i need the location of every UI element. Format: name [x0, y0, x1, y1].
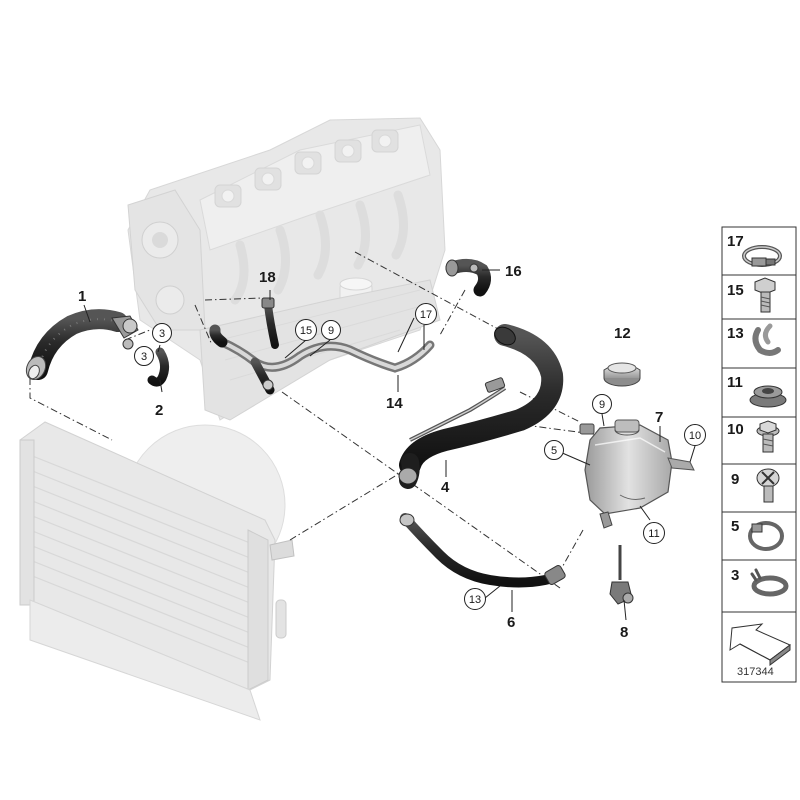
panel-number-17: 17	[727, 233, 744, 250]
callout-10-circle	[684, 424, 706, 446]
callout-18: 18	[259, 269, 276, 286]
bracket-clamp-icon	[748, 521, 784, 551]
callout-4: 4	[441, 479, 450, 496]
callout-labels: 1 2 3 3 4 5 6 7 8 9 9 10 11 12 13 14 15 …	[78, 263, 706, 641]
callout-1: 1	[78, 288, 86, 305]
callout-13-circle	[464, 588, 486, 610]
callout-12: 12	[614, 325, 631, 342]
spring-clamp-icon	[750, 568, 789, 597]
callout-9b-circle	[321, 320, 341, 340]
expansion-tank	[579, 419, 695, 529]
callout-2: 2	[155, 402, 163, 419]
callout-17-circle	[415, 303, 437, 325]
panel-number-9: 9	[731, 471, 739, 488]
hex-bolt-icon	[754, 277, 776, 313]
phillips-screw-icon	[756, 468, 780, 503]
reference-number: 317344	[737, 666, 774, 678]
panel-number-13: 13	[727, 325, 744, 342]
return-hose-6	[399, 513, 566, 588]
callout-3b-circle	[134, 346, 154, 366]
callout-14: 14	[386, 395, 403, 412]
callout-5: 5	[551, 445, 557, 457]
callout-17: 17	[420, 309, 432, 321]
panel-number-3: 3	[731, 567, 739, 584]
callout-3a: 3	[159, 328, 165, 340]
callout-11-circle	[643, 522, 665, 544]
parts-panel: 17 15 13 11 10	[721, 226, 797, 683]
radiator-hose-1	[25, 309, 139, 381]
panel-number-11: 11	[727, 374, 743, 391]
coolant-pipe-14	[209, 324, 435, 395]
callout-3b: 3	[141, 351, 147, 363]
callout-7: 7	[655, 409, 663, 426]
coolant-level-sensor	[609, 545, 634, 605]
callout-9a: 9	[599, 399, 605, 411]
panel-number-5: 5	[731, 518, 739, 535]
callout-8: 8	[620, 624, 628, 641]
hose-clip-icon	[752, 323, 781, 356]
callout-6: 6	[507, 614, 515, 631]
radiator	[19, 421, 295, 721]
callout-15: 15	[300, 325, 312, 337]
panel-number-10: 10	[727, 421, 744, 438]
lower-hose-4	[398, 324, 564, 489]
callout-13: 13	[469, 594, 481, 606]
rubber-grommet-icon	[749, 385, 787, 408]
vent-hose-18	[261, 297, 279, 349]
callout-11: 11	[648, 528, 659, 540]
leader-lines	[83, 269, 696, 621]
engine-block	[127, 117, 446, 421]
callout-5-circle	[544, 440, 564, 460]
hose-clamp-icon	[742, 245, 782, 267]
arrow-pointer-icon	[729, 623, 791, 666]
flange-bolt-icon	[756, 420, 780, 453]
elbow-hose-16	[445, 258, 492, 297]
expansion-tank-cap	[603, 362, 641, 387]
callout-15-circle	[295, 319, 317, 341]
panel-number-15: 15	[727, 282, 744, 299]
callout-16: 16	[505, 263, 522, 280]
parts-panel-frame	[721, 226, 797, 683]
callout-3a-circle	[152, 323, 172, 343]
callout-9a-circle	[592, 394, 612, 414]
callout-9b: 9	[328, 325, 334, 337]
callout-10: 10	[689, 430, 701, 442]
bypass-hose-2	[122, 338, 170, 387]
